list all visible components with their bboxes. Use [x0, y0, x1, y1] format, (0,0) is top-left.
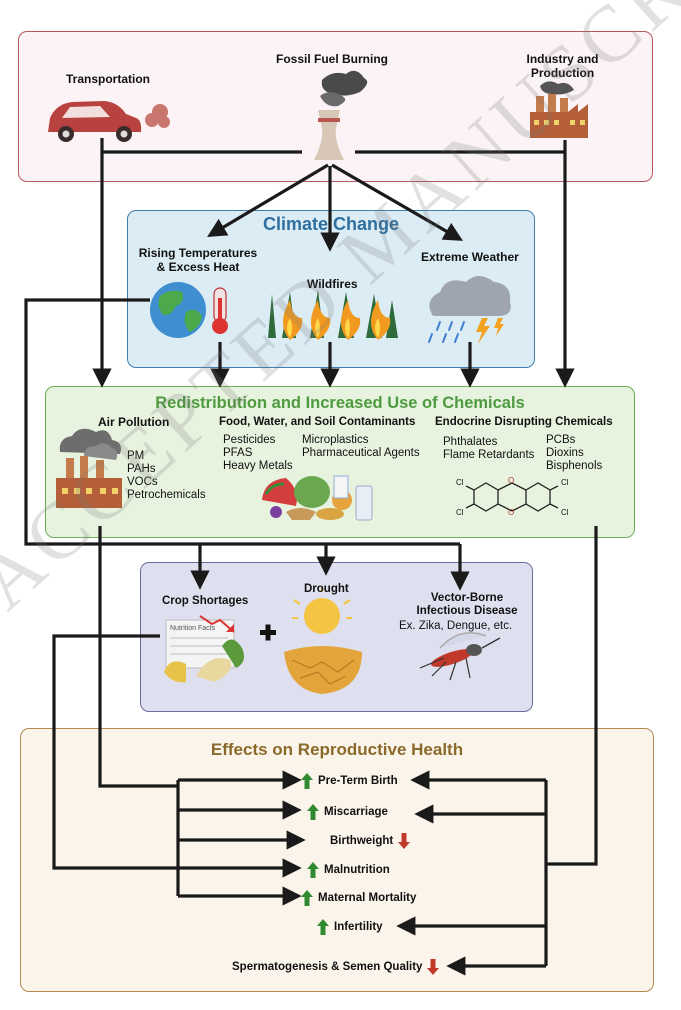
transportation-label: Transportation	[66, 72, 151, 86]
list-item: Bisphenols	[546, 460, 603, 472]
arrow-fossil-to-extreme-weather	[331, 163, 463, 241]
vegetables-icon	[164, 639, 244, 683]
chemicals-box	[45, 386, 635, 538]
outcome-label: Maternal Mortality	[318, 892, 417, 904]
molecule-atom-cl: Cl	[561, 478, 569, 487]
decrease-arrow-icon	[427, 959, 440, 975]
thermometer-icon	[212, 287, 228, 334]
air-pollution-list: PM PAHs VOCs Petrochemicals	[127, 450, 206, 502]
edc-list-2: PCBs Dioxins Bisphenols	[546, 434, 602, 473]
air-pollution-factory-icon	[56, 428, 122, 508]
industry-label-line1: Industry and	[526, 52, 599, 66]
list-item: Dioxins	[546, 447, 584, 459]
food-contaminants-list-1: Pesticides PFAS Heavy Metals	[223, 434, 293, 473]
vector-borne-line2: Infectious Disease	[416, 605, 518, 618]
food-pile-icon	[262, 475, 373, 521]
storm-cloud-icon	[428, 276, 511, 344]
molecule-atom-o: O	[508, 476, 515, 485]
list-item: PCBs	[546, 434, 576, 446]
outcome-row: Spermatogenesis & Semen Quality	[232, 958, 440, 976]
molecule-atom-o: O	[508, 508, 515, 517]
increase-arrow-icon	[301, 890, 313, 906]
air-pollution-heading: Air Pollution	[98, 415, 170, 429]
list-item: PAHs	[127, 463, 156, 475]
factory-icon	[530, 81, 588, 138]
outcome-label: Malnutrition	[324, 864, 390, 876]
increase-arrow-icon	[301, 773, 313, 789]
vector-borne-example: Ex. Zika, Dengue, etc.	[399, 620, 513, 632]
vector-borne-label: Vector-Borne Infectious Disease	[402, 592, 532, 618]
wildfire-icon	[268, 290, 398, 340]
connector-line	[546, 526, 598, 866]
crop-shortages-label: Crop Shortages	[162, 595, 249, 607]
mosquito-icon	[419, 632, 501, 681]
increase-arrow-icon	[307, 804, 319, 820]
molecule-atom-cl: Cl	[561, 508, 569, 517]
exhaust-cloud-icon	[145, 104, 170, 128]
nutrition-facts-label: Nutrition Facts	[170, 625, 216, 632]
molecule-atom-cl: Cl	[456, 478, 464, 487]
food-contaminants-list-2: Microplastics Pharmaceutical Agents	[302, 434, 420, 460]
effects-title: Effects on Reproductive Health	[210, 740, 464, 759]
outcome-row: Malnutrition	[306, 861, 390, 879]
industry-label: Industry and Production	[510, 52, 615, 81]
outcome-row: Birthweight	[330, 832, 411, 850]
list-item: Pharmaceutical Agents	[302, 447, 420, 459]
edc-list-1: Phthalates Flame Retardants	[443, 436, 534, 462]
list-item: PM	[127, 450, 145, 462]
list-item: Petrochemicals	[127, 489, 206, 501]
extreme-weather-label: Extreme Weather	[421, 250, 519, 264]
drought-icon	[284, 586, 362, 694]
reproductive-effects-box	[20, 728, 654, 992]
rising-temperatures-line2: & Excess Heat	[156, 259, 240, 274]
wildfires-label: Wildfires	[307, 277, 358, 291]
increase-arrow-icon	[307, 862, 319, 878]
plus-icon	[260, 624, 276, 641]
drought-label: Drought	[304, 583, 349, 595]
rising-temperatures-label: Rising Temperatures & Excess Heat	[134, 246, 262, 275]
list-item: Heavy Metals	[223, 460, 293, 472]
list-item: PFAS	[223, 447, 253, 459]
connector-line	[98, 526, 178, 788]
edc-heading: Endocrine Disrupting Chemicals	[435, 416, 613, 428]
list-item: Pesticides	[223, 434, 276, 446]
outcome-label: Spermatogenesis & Semen Quality	[232, 961, 423, 973]
molecule-atom-cl: Cl	[456, 508, 464, 517]
connector-line	[52, 634, 178, 870]
rising-temperatures-line1: Rising Temperatures	[138, 246, 258, 260]
outcome-label: Pre-Term Birth	[318, 775, 398, 787]
list-item: Phthalates	[443, 436, 498, 448]
outcome-row: Maternal Mortality	[300, 889, 416, 907]
connector-line	[24, 298, 460, 546]
dioxin-molecule-icon	[465, 482, 559, 512]
outcome-label: Infertility	[334, 921, 383, 933]
fossil-fuel-label: Fossil Fuel Burning	[276, 52, 389, 66]
car-icon	[48, 101, 142, 142]
outcome-row: Infertility	[316, 918, 383, 936]
globe-icon	[150, 282, 206, 338]
chemicals-title: Redistribution and Increased Use of Chem…	[155, 394, 525, 412]
list-item: VOCs	[127, 476, 158, 488]
outcome-row: Pre-Term Birth	[300, 772, 398, 790]
vector-borne-line1: Vector-Borne	[430, 592, 504, 604]
outcome-label: Birthweight	[330, 835, 394, 847]
decrease-arrow-icon	[398, 833, 411, 849]
food-contaminants-heading: Food, Water, and Soil Contaminants	[219, 416, 416, 428]
increase-arrow-icon	[317, 919, 329, 935]
list-item: Microplastics	[302, 434, 369, 446]
arrow-fossil-to-rising-temperatures	[207, 163, 329, 237]
outcome-row: Miscarriage	[306, 803, 388, 821]
climate-change-title: Climate Change	[262, 214, 400, 234]
outcome-label: Miscarriage	[324, 806, 388, 818]
power-plant-icon	[314, 70, 368, 160]
industry-label-line2: Production	[530, 65, 595, 80]
list-item: Flame Retardants	[443, 449, 535, 461]
